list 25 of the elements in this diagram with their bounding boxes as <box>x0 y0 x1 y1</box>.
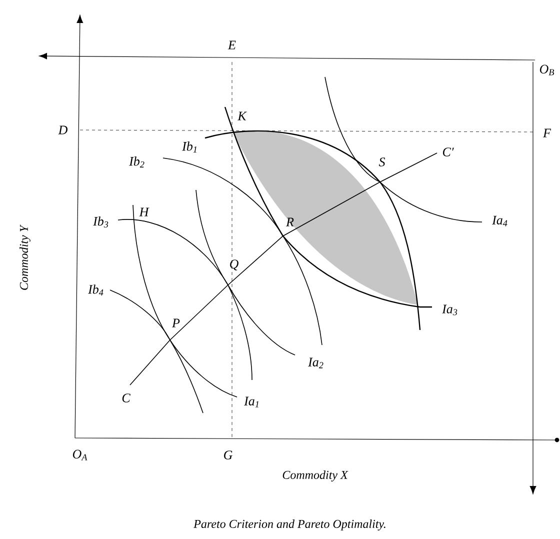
curve-label: Ib$_{2}$ <box>129 156 144 168</box>
point-label: C <box>122 394 130 402</box>
axis-label: Commodity X <box>282 470 348 482</box>
point-label: Q <box>230 260 238 270</box>
point-label: P <box>172 318 180 328</box>
curve-label: Ia$_{4}$ <box>492 216 508 226</box>
point-label: E <box>228 40 236 50</box>
curve-label: Ia$_{1}$ <box>244 396 258 408</box>
origin-label: O$_{B}$ <box>540 64 554 76</box>
point-label: R <box>286 218 294 226</box>
point-label: G <box>224 450 232 460</box>
axis-label: Commodity Y <box>20 224 30 290</box>
caption: Pareto Criterion and Pareto Optimality. <box>194 520 386 530</box>
curve-label: Ia$_{2}$ <box>308 358 324 368</box>
origin-label: O$_{A}$ <box>72 450 88 460</box>
point-label: K <box>238 112 247 120</box>
point-label: S <box>378 158 386 166</box>
curve-label: Ia$_{3}$ <box>442 304 458 316</box>
point-label: D <box>58 126 68 134</box>
point-label: F <box>542 128 552 138</box>
point-label: H <box>139 208 150 216</box>
curve-label: C′ <box>442 148 454 156</box>
curve-label: Ib$_{3}$ <box>93 216 108 228</box>
curve-label: Ib$_{4}$ <box>88 284 104 296</box>
curve-label: Ib$_{1}$ <box>182 142 196 152</box>
